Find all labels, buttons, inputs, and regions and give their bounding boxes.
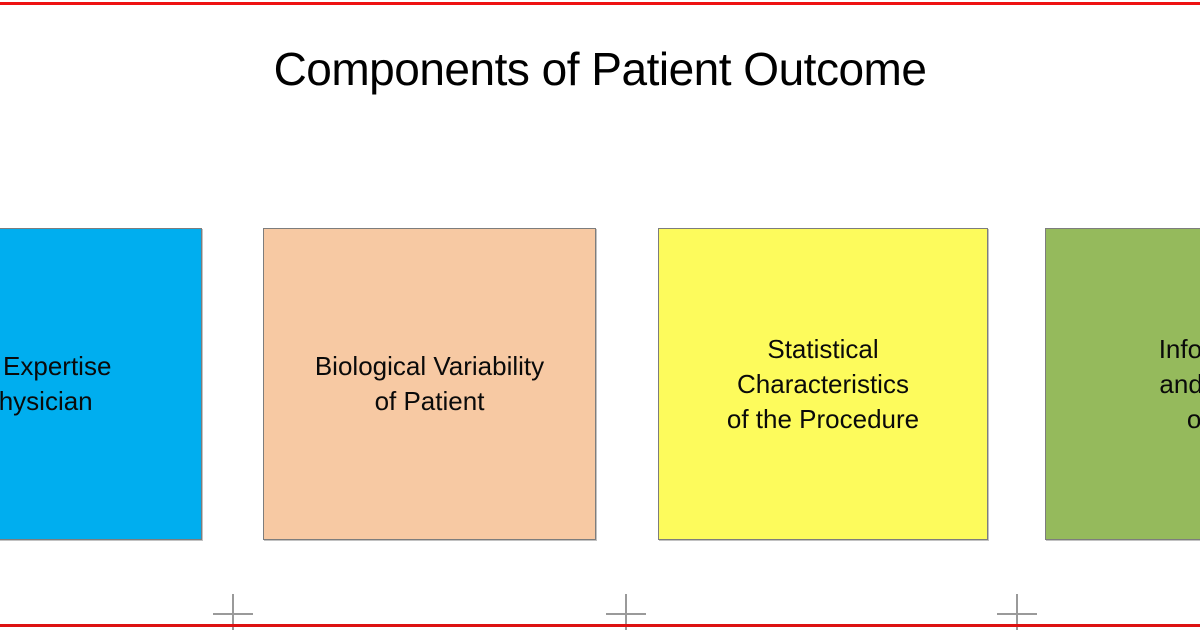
component-box-informed-consent[interactable]: Informed and Risk of P bbox=[1045, 228, 1200, 540]
plus-operator-icon bbox=[997, 594, 1037, 630]
component-label-line: Informed bbox=[1158, 333, 1200, 364]
bottom-rule bbox=[0, 624, 1200, 627]
component-box-label: Biological Variability of Patient bbox=[315, 349, 544, 419]
component-box-label: Informed and Risk of P bbox=[1159, 332, 1200, 437]
page-title: Components of Patient Outcome bbox=[273, 43, 927, 95]
component-box-label: cal Expertise Physician bbox=[0, 349, 111, 419]
component-label-line: cal Expertise bbox=[0, 351, 112, 381]
component-label-line: of the Procedure bbox=[726, 403, 920, 434]
component-box-label: Statistical Characteristics of the Proce… bbox=[727, 332, 919, 437]
component-label-line: and Risk bbox=[1159, 368, 1200, 399]
component-label-line: Characteristics bbox=[737, 368, 909, 399]
component-box-clinical-expertise[interactable]: cal Expertise Physician bbox=[0, 228, 202, 540]
component-box-statistical-characteristics[interactable]: Statistical Characteristics of the Proce… bbox=[658, 228, 988, 540]
plus-operator-icon bbox=[213, 594, 253, 630]
plus-operator-icon bbox=[606, 594, 646, 630]
component-label-line: of P bbox=[1186, 403, 1200, 434]
component-diagram: cal Expertise Physician Biological Varia… bbox=[0, 228, 1200, 630]
component-label-line: Physician bbox=[0, 386, 93, 416]
component-box-biological-variability[interactable]: Biological Variability of Patient bbox=[263, 228, 596, 540]
component-label-line: of Patient bbox=[374, 386, 485, 416]
component-label-line: Statistical bbox=[767, 333, 879, 364]
top-rule bbox=[0, 2, 1200, 5]
component-label-line: Biological Variability bbox=[314, 351, 545, 381]
